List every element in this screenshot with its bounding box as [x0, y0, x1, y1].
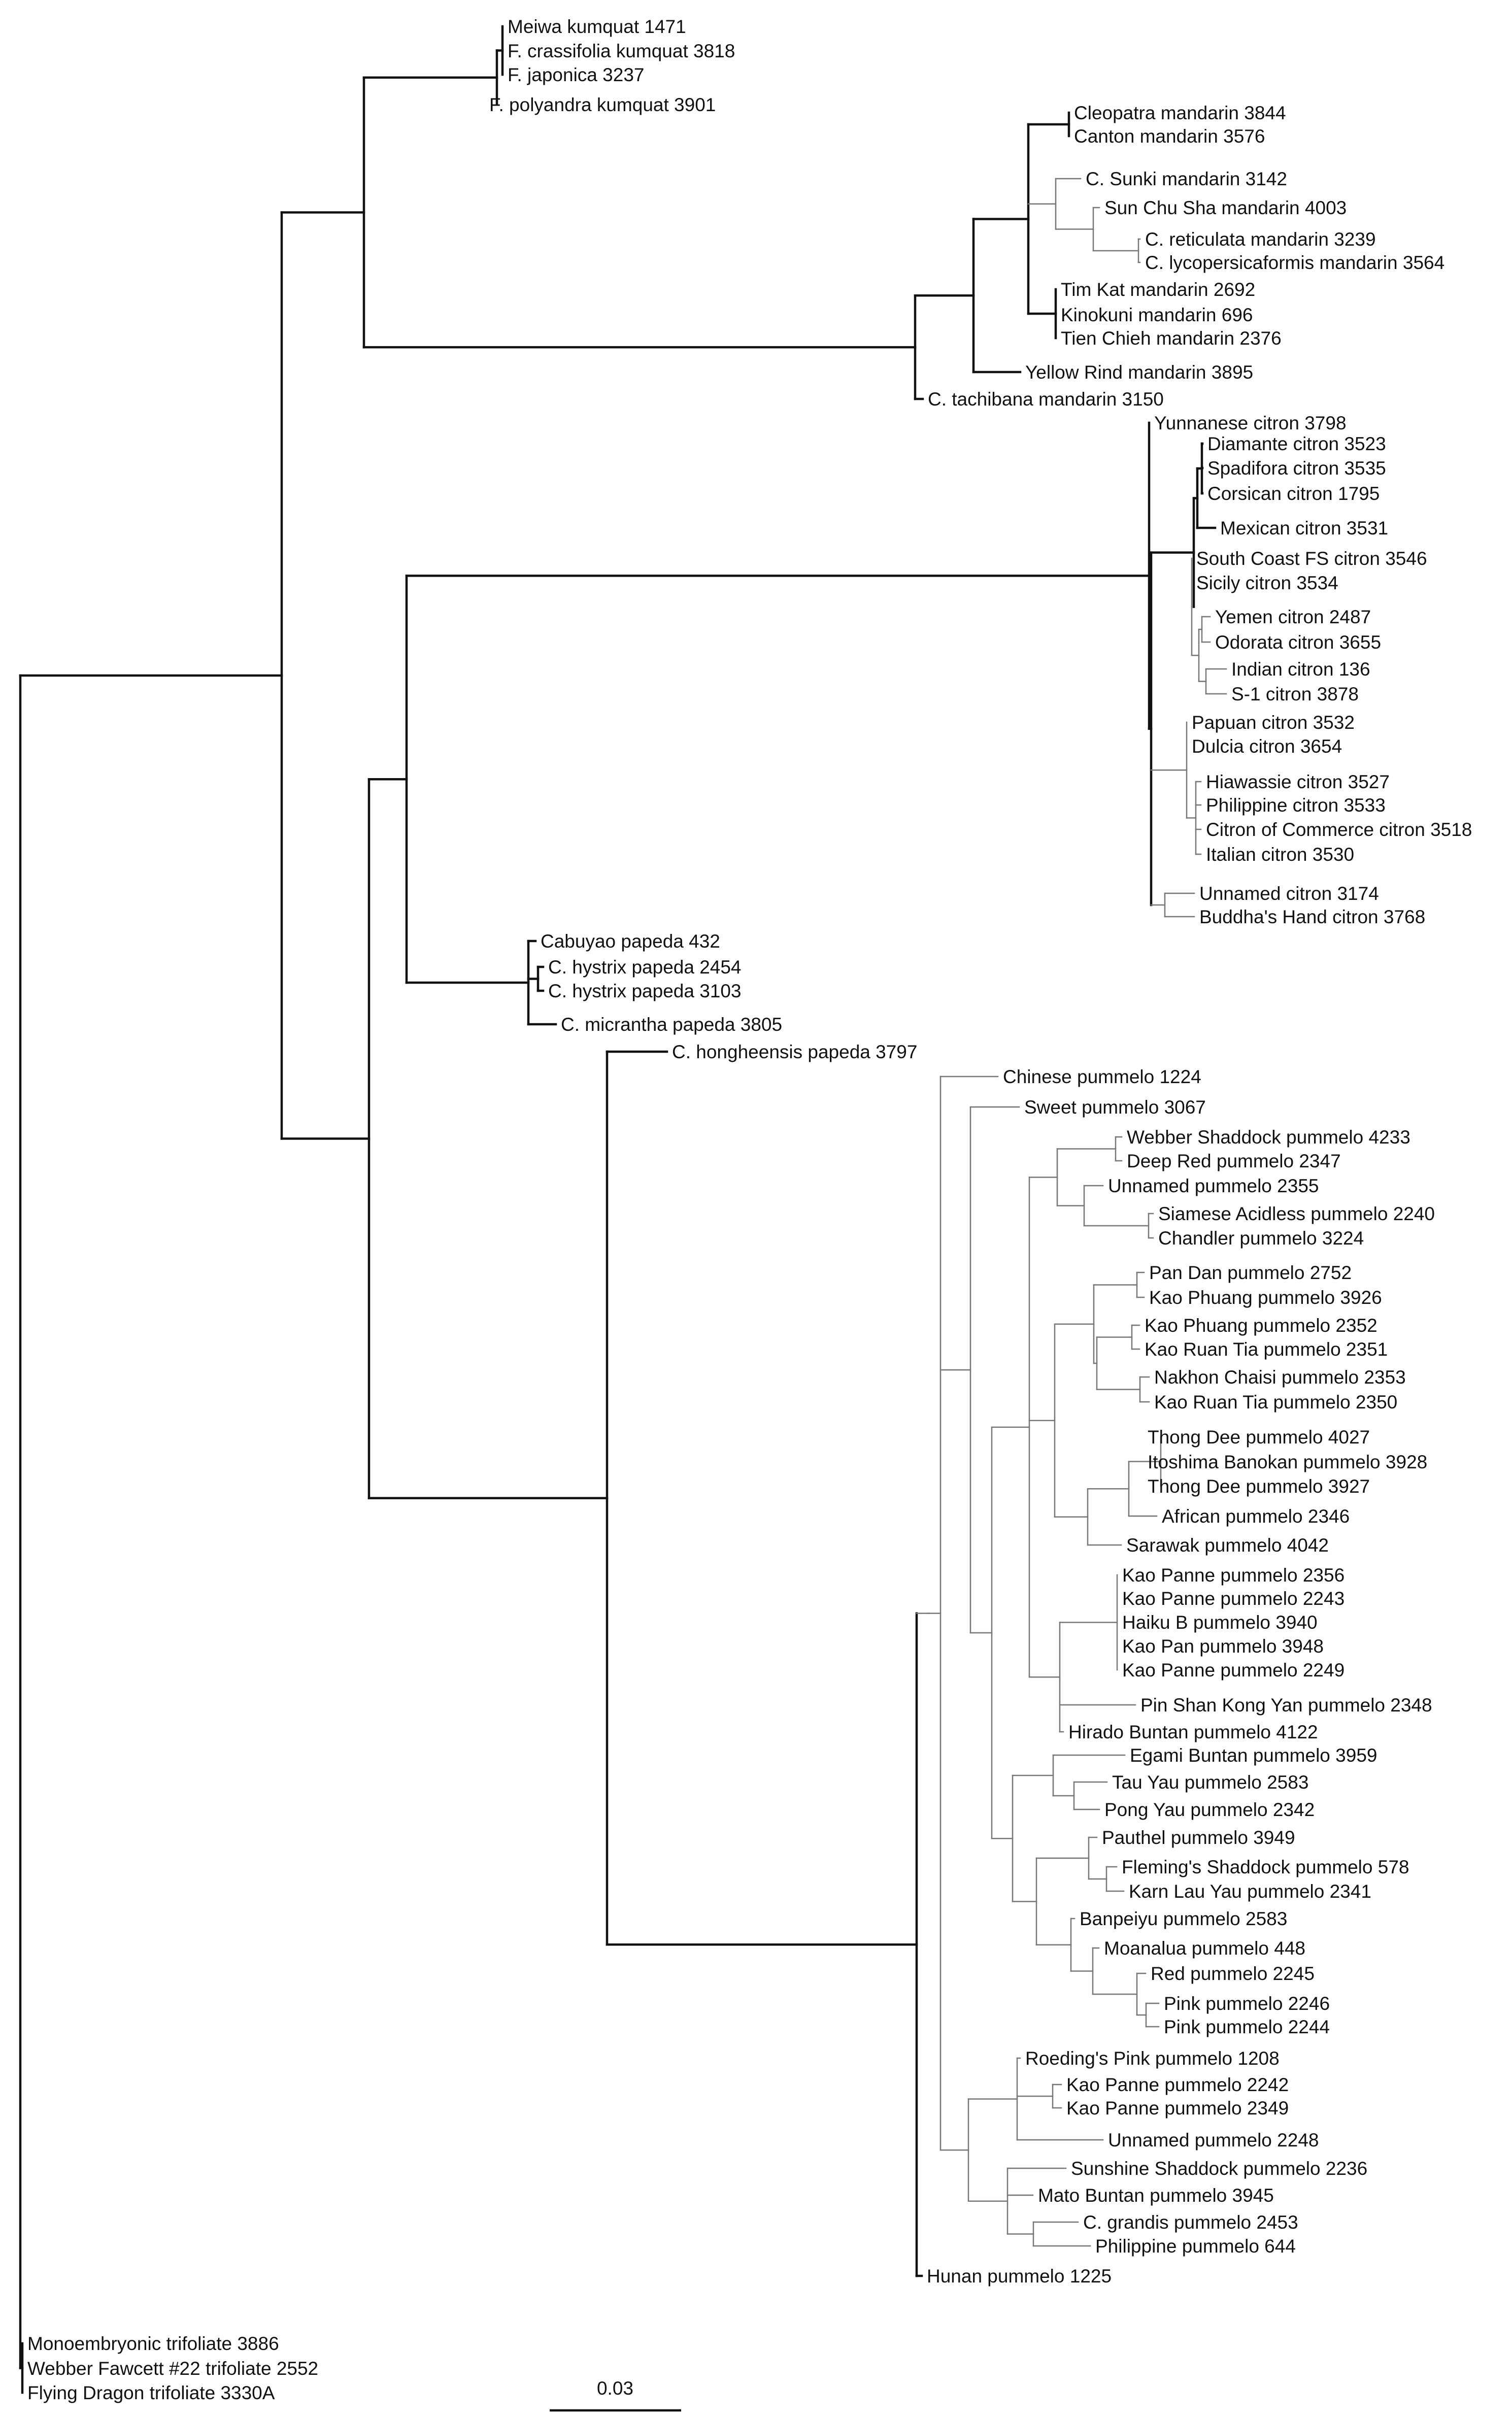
tip-label-philpummelo: Philippine pummelo 644: [1095, 2236, 1296, 2257]
tip-label-chong: C. hongheensis papeda 3797: [672, 1042, 917, 1062]
tip-label-sweet: Sweet pummelo 3067: [1024, 1097, 1206, 1118]
tip-label-clyco: C. lycopersicaformis mandarin 3564: [1145, 252, 1444, 273]
tip-label-mato: Mato Buntan pummelo 3945: [1038, 2185, 1274, 2206]
tip-label-banpeiyu: Banpeiyu pummelo 2583: [1080, 1908, 1287, 1929]
tip-label-kaopan3948: Kao Pan pummelo 3948: [1122, 1636, 1324, 1657]
tip-label-philcitron: Philippine citron 3533: [1206, 795, 1386, 816]
tip-label-papuan: Papuan citron 3532: [1192, 712, 1355, 733]
tip-label-chys1: C. hystrix papeda 2454: [548, 957, 742, 978]
tip-label-webbershaddock: Webber Shaddock pummelo 4233: [1127, 1127, 1410, 1148]
tip-label-webberfawcett: Webber Fawcett #22 trifoliate 2552: [27, 2358, 318, 2379]
tip-label-pink2246: Pink pummelo 2246: [1164, 1993, 1330, 2014]
tip-label-hunan: Hunan pummelo 1225: [927, 2266, 1112, 2287]
tip-label-diamante: Diamante citron 3523: [1207, 433, 1386, 454]
tip-label-sicily: Sicily citron 3534: [1196, 573, 1338, 593]
tip-label-tienchieh: Tien Chieh mandarin 2376: [1061, 328, 1282, 349]
tip-label-hirado: Hirado Buntan pummelo 4122: [1068, 1722, 1318, 1742]
tip-label-kaophuang3926: Kao Phuang pummelo 3926: [1149, 1287, 1382, 1308]
tip-label-indian: Indian citron 136: [1231, 659, 1370, 680]
tip-label-roeding: Roeding's Pink pummelo 1208: [1025, 2048, 1280, 2069]
tip-label-kaopanne2349: Kao Panne pummelo 2349: [1066, 2098, 1289, 2119]
tip-label-southcoast: South Coast FS citron 3546: [1196, 548, 1427, 569]
tip-label-kaopanne2242: Kao Panne pummelo 2242: [1066, 2074, 1289, 2095]
tip-label-deepred: Deep Red pummelo 2347: [1127, 1151, 1341, 1171]
tip-label-pandan: Pan Dan pummelo 2752: [1149, 1262, 1352, 1283]
tip-label-cleo: Cleopatra mandarin 3844: [1074, 103, 1286, 123]
tip-label-egami: Egami Buntan pummelo 3959: [1130, 1745, 1377, 1766]
tip-label-cabuyao: Cabuyao papeda 432: [541, 931, 720, 952]
tip-label-mexican: Mexican citron 3531: [1220, 518, 1388, 539]
tip-label-buddha: Buddha's Hand citron 3768: [1199, 906, 1425, 927]
tip-label-unnamedcitron: Unnamed citron 3174: [1199, 883, 1379, 904]
tip-label-timkat: Tim Kat mandarin 2692: [1061, 279, 1255, 300]
tip-label-kinokuni: Kinokuni mandarin 696: [1061, 305, 1253, 325]
tip-label-kaopanne2356: Kao Panne pummelo 2356: [1122, 1565, 1345, 1586]
scale-bar: 0.03: [550, 2378, 681, 2412]
tip-label-monoembryonic: Monoembryonic trifoliate 3886: [27, 2333, 279, 2354]
tip-label-chys2: C. hystrix papeda 3103: [548, 981, 742, 1001]
tip-label-chandler: Chandler pummelo 3224: [1158, 1228, 1364, 1249]
tip-label-unnamed2355: Unnamed pummelo 2355: [1108, 1176, 1319, 1196]
tip-label-commerce: Citron of Commerce citron 3518: [1206, 819, 1472, 840]
tip-label-pongyau: Pong Yau pummelo 2342: [1104, 1799, 1315, 1820]
tip-label-kaoruan2350: Kao Ruan Tia pummelo 2350: [1154, 1392, 1397, 1413]
tip-label-fjap: F. japonica 3237: [508, 64, 644, 85]
tip-label-creti: C. reticulata mandarin 3239: [1145, 229, 1376, 250]
scale-bar-label: 0.03: [597, 2378, 633, 2399]
tip-label-red: Red pummelo 2245: [1151, 1963, 1315, 1984]
tip-label-unnamed2248: Unnamed pummelo 2248: [1108, 2130, 1319, 2151]
tip-labels: Meiwa kumquat 1471 F. crassifolia kumquat…: [27, 16, 1472, 2403]
tip-label-spadifora: Spadifora citron 3535: [1207, 458, 1386, 479]
tip-label-kaopanne2249: Kao Panne pummelo 2249: [1122, 1660, 1345, 1681]
tip-label-haiku: Haiku B pummelo 3940: [1122, 1612, 1318, 1633]
tip-label-siamese: Siamese Acidless pummelo 2240: [1158, 1203, 1435, 1224]
tree-branches: [19, 25, 1227, 2394]
tip-label-pink2244: Pink pummelo 2244: [1164, 2017, 1330, 2037]
tip-label-itoshima: Itoshima Banokan pummelo 3928: [1148, 1452, 1427, 1472]
tip-label-pauthel: Pauthel pummelo 3949: [1102, 1827, 1295, 1848]
tip-label-fleming: Fleming's Shaddock pummelo 578: [1122, 1857, 1409, 1877]
tip-label-italian: Italian citron 3530: [1206, 844, 1354, 865]
tip-label-yellowrind: Yellow Rind mandarin 3895: [1025, 362, 1253, 383]
tip-label-kaophuang2352: Kao Phuang pummelo 2352: [1145, 1315, 1377, 1336]
tip-label-meiwa: Meiwa kumquat 1471: [508, 16, 686, 37]
tip-label-odorata: Odorata citron 3655: [1215, 632, 1381, 653]
tip-label-dulcia: Dulcia citron 3654: [1192, 736, 1342, 757]
tip-label-canton: Canton mandarin 3576: [1074, 126, 1265, 147]
tip-label-cgrandis: C. grandis pummelo 2453: [1083, 2212, 1298, 2233]
tip-label-nakhon: Nakhon Chaisi pummelo 2353: [1154, 1367, 1406, 1388]
tip-label-fcras: F. crassifolia kumquat 3818: [508, 41, 735, 61]
tip-label-pinshan: Pin Shan Kong Yan pummelo 2348: [1140, 1695, 1432, 1716]
tip-label-sunchu: Sun Chu Sha mandarin 4003: [1104, 197, 1347, 218]
tip-label-hiawassie: Hiawassie citron 3527: [1206, 771, 1390, 792]
tip-label-karnlau: Karn Lau Yau pummelo 2341: [1129, 1881, 1371, 1902]
tip-label-moanalua: Moanalua pummelo 448: [1104, 1938, 1305, 1959]
tip-label-tachibana: C. tachibana mandarin 3150: [928, 389, 1164, 410]
tip-label-sunshine: Sunshine Shaddock pummelo 2236: [1071, 2158, 1367, 2179]
tip-label-kaoruan2351: Kao Ruan Tia pummelo 2351: [1145, 1339, 1388, 1360]
tip-label-thongdee4027: Thong Dee pummelo 4027: [1148, 1427, 1370, 1448]
tip-label-cmicr: C. micrantha papeda 3805: [561, 1014, 782, 1035]
tip-label-corsican: Corsican citron 1795: [1207, 483, 1380, 504]
tip-label-sarawak: Sarawak pummelo 4042: [1126, 1535, 1329, 1556]
tip-label-african: African pummelo 2346: [1162, 1506, 1350, 1527]
tip-label-thongdee3927: Thong Dee pummelo 3927: [1148, 1476, 1370, 1497]
tip-label-flyingdragon: Flying Dragon trifoliate 3330A: [27, 2382, 275, 2403]
tip-label-tauyau: Tau Yau pummelo 2583: [1112, 1772, 1308, 1793]
tip-label-kaopanne2243: Kao Panne pummelo 2243: [1122, 1588, 1345, 1609]
tip-label-yemen: Yemen citron 2487: [1215, 607, 1371, 627]
tip-label-sunki: C. Sunki mandarin 3142: [1086, 169, 1287, 189]
tip-label-yunnan: Yunnanese citron 3798: [1154, 413, 1347, 433]
tip-label-s1: S-1 citron 3878: [1231, 684, 1359, 704]
tip-label-fpoly: F. polyandra kumquat 3901: [489, 94, 716, 115]
tip-label-chinese: Chinese pummelo 1224: [1003, 1066, 1201, 1087]
